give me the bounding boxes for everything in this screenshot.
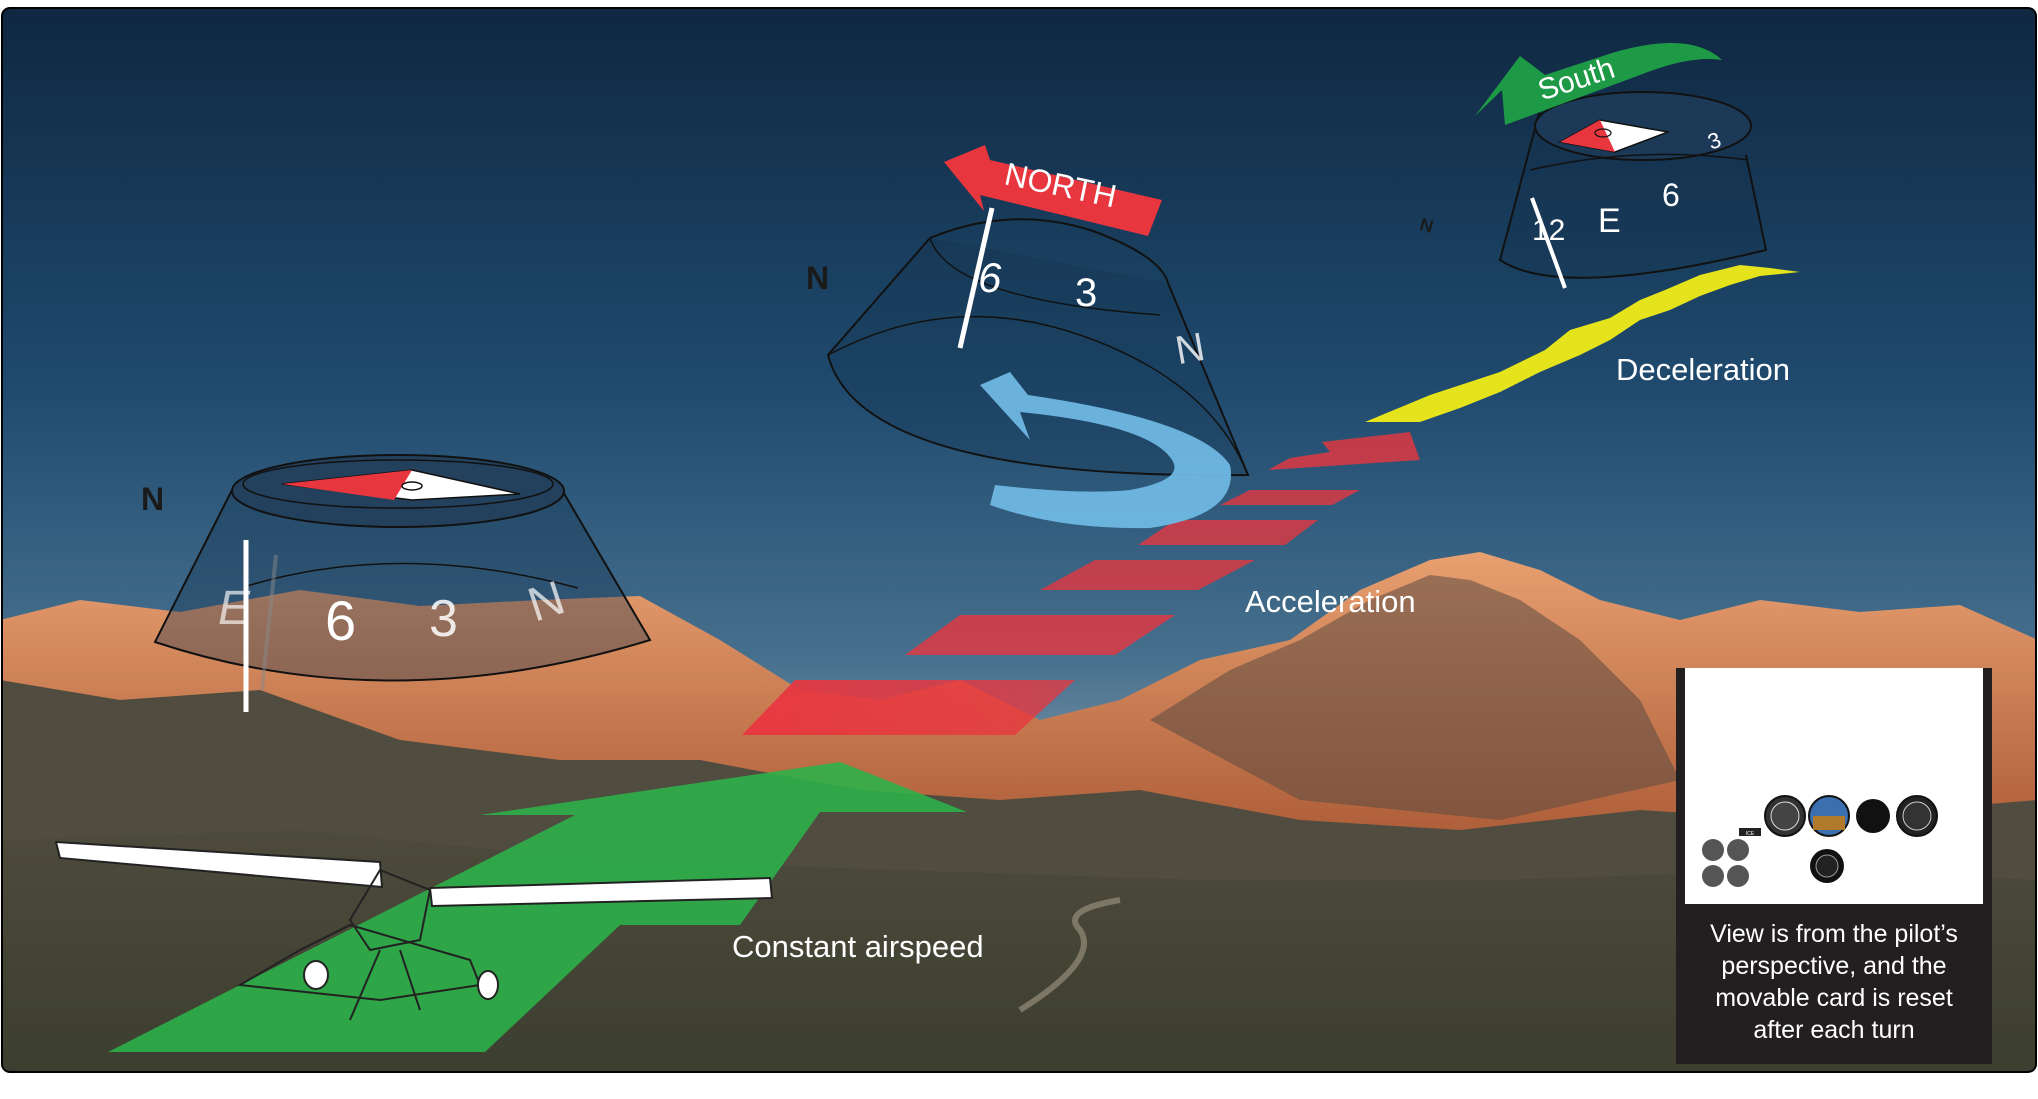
note-line-1: View is from the pilot’s — [1710, 920, 1958, 948]
note-line-4: after each turn — [1753, 1016, 1915, 1044]
south-flag — [1475, 43, 1722, 125]
turn-arrow-icon — [980, 372, 1231, 529]
note-line-2: perspective, and the — [1721, 952, 1947, 980]
north-flag — [944, 145, 1162, 236]
deceleration-path — [1365, 265, 1800, 422]
compass-right-card-e: E — [1598, 202, 1621, 240]
compass-right: South N 12 E 6 3 — [1418, 43, 1768, 289]
deceleration-label: Deceleration — [1616, 352, 1790, 387]
instrument-panel-inset: ICE — [1685, 668, 1983, 904]
compass-left-card-3: 3 — [429, 590, 458, 648]
compass-middle-card-6: 6 — [978, 254, 1002, 301]
pilot-view-note-panel: ICE View is from the pilot’s perspective… — [1676, 668, 1992, 1064]
acceleration-path — [742, 432, 1420, 735]
compass-left-card-e: E — [218, 582, 251, 635]
compass-middle: NORTH N 6 3 N — [806, 145, 1250, 529]
compass-right-n-marker: N — [1418, 214, 1436, 237]
constant-airspeed-label: Constant airspeed — [732, 929, 984, 964]
pilot-view-note: View is from the pilot’s perspective, an… — [1676, 918, 1992, 1046]
panel-inset-label: ICE — [1746, 831, 1755, 837]
note-line-3: movable card is reset — [1715, 984, 1953, 1012]
compass-left-card-6: 6 — [325, 589, 356, 652]
compass-left-n-marker: N — [141, 481, 164, 517]
compass-left: N E 6 3 N — [141, 454, 652, 712]
compass-middle-card-3: 3 — [1075, 271, 1097, 315]
acceleration-label: Acceleration — [1245, 584, 1416, 619]
compass-right-card-12: 12 — [1532, 214, 1565, 247]
compass-right-card-6: 6 — [1662, 177, 1680, 213]
compass-middle-n-marker: N — [806, 260, 829, 296]
airplane-icon — [54, 840, 774, 1021]
instrument-panel-icon: ICE — [1702, 795, 1938, 887]
